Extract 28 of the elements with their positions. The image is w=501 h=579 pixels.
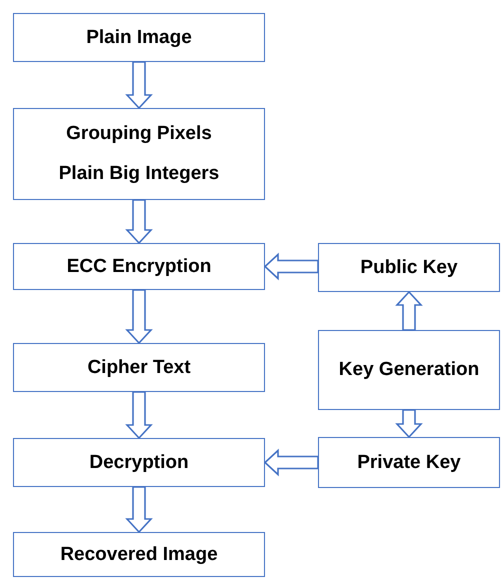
block-arrow — [125, 199, 153, 244]
box-label: Plain Image — [86, 26, 192, 50]
block-arrow — [395, 290, 423, 331]
process-box — [13, 438, 265, 487]
block-arrow — [125, 391, 153, 440]
block-arrow — [264, 448, 319, 476]
process-box — [13, 108, 265, 200]
process-box — [13, 343, 265, 392]
box-label: Decryption — [89, 450, 189, 474]
box-label: Private Key — [357, 450, 461, 474]
process-box — [318, 243, 500, 292]
block-arrow — [264, 252, 319, 280]
process-box — [318, 330, 500, 410]
box-label: Recovered Image — [60, 542, 218, 566]
box-label: Grouping Pixels — [66, 122, 212, 146]
box-label: Public Key — [360, 256, 458, 280]
process-box — [13, 243, 265, 290]
block-arrow — [125, 289, 153, 344]
box-label: Key Generation — [338, 358, 480, 382]
process-box — [13, 13, 265, 62]
block-arrow — [125, 61, 153, 110]
process-box — [13, 532, 265, 577]
box-label: ECC Encryption — [66, 254, 212, 278]
box-label: Cipher Text — [87, 356, 191, 380]
block-arrow — [395, 409, 423, 438]
block-arrow — [125, 486, 153, 534]
process-box — [318, 437, 500, 488]
box-label: Plain Big Integers — [58, 162, 220, 186]
